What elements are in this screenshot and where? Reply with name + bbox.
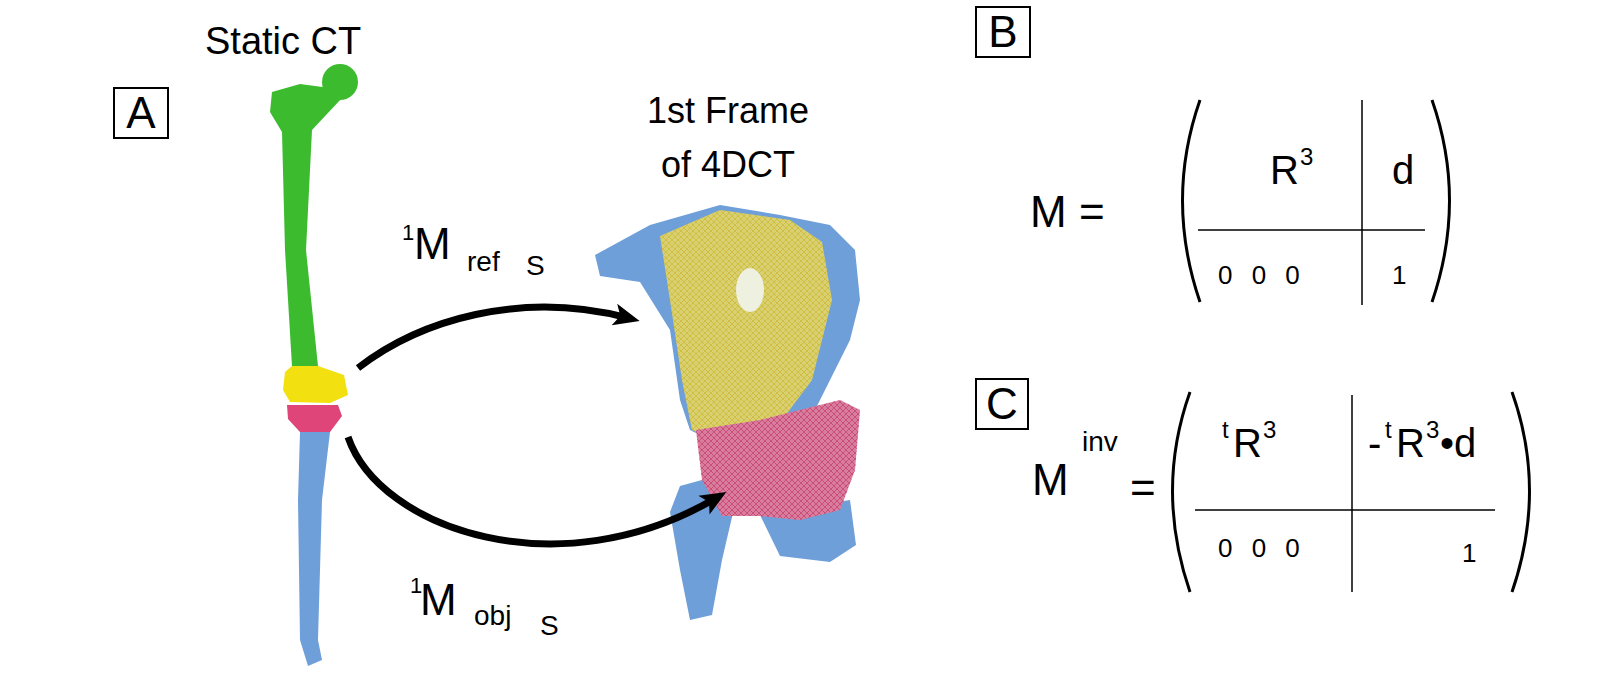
math-symbol: 1 [402, 222, 414, 244]
math-symbol: M [1032, 458, 1069, 502]
matrix-bracket [1173, 392, 1530, 592]
panel-letter: A [126, 91, 155, 135]
math-symbol: 3 [1300, 145, 1313, 169]
math-symbol: R [1396, 423, 1425, 463]
panel-letter: C [986, 382, 1018, 426]
panel-letter: B [988, 10, 1017, 54]
math-symbol: ref [467, 248, 500, 276]
panel-heading: 1st Frame of 4DCT [628, 84, 828, 192]
math-symbol: S [526, 252, 545, 280]
math-symbol: M [420, 578, 457, 622]
math-symbol: 3 [1263, 418, 1276, 442]
math-symbol: - [1368, 423, 1381, 463]
math-symbol: R [1270, 150, 1299, 190]
math-symbol: obj [474, 602, 511, 630]
panel-letter-box: C [975, 378, 1029, 430]
math-symbol: M [414, 222, 451, 266]
math-symbol: 1 [1462, 540, 1476, 566]
math-symbol: t [1222, 418, 1229, 442]
math-symbol: d [1392, 150, 1414, 190]
math-symbol: = [1130, 466, 1156, 510]
math-symbol: 3 [1426, 418, 1439, 442]
math-symbol: 1 [1392, 262, 1406, 288]
panel-letter-box: B [975, 6, 1031, 58]
panel-heading: Static CT [205, 22, 361, 60]
transform-arrow [348, 437, 716, 544]
math-symbol: 0 0 0 [1218, 535, 1300, 561]
math-symbol: t [1385, 418, 1392, 442]
math-symbol: inv [1082, 428, 1118, 456]
transform-arrow [358, 307, 628, 368]
math-symbol: M = [1030, 190, 1105, 234]
math-symbol: S [540, 612, 559, 640]
math-symbol: R [1233, 423, 1262, 463]
knee-4dct [595, 205, 860, 620]
static-leg [270, 64, 358, 666]
matrix-bracket [1183, 100, 1450, 305]
math-symbol: 0 0 0 [1218, 262, 1300, 288]
math-symbol: •d [1440, 423, 1476, 463]
panel-letter-box: A [113, 87, 169, 139]
